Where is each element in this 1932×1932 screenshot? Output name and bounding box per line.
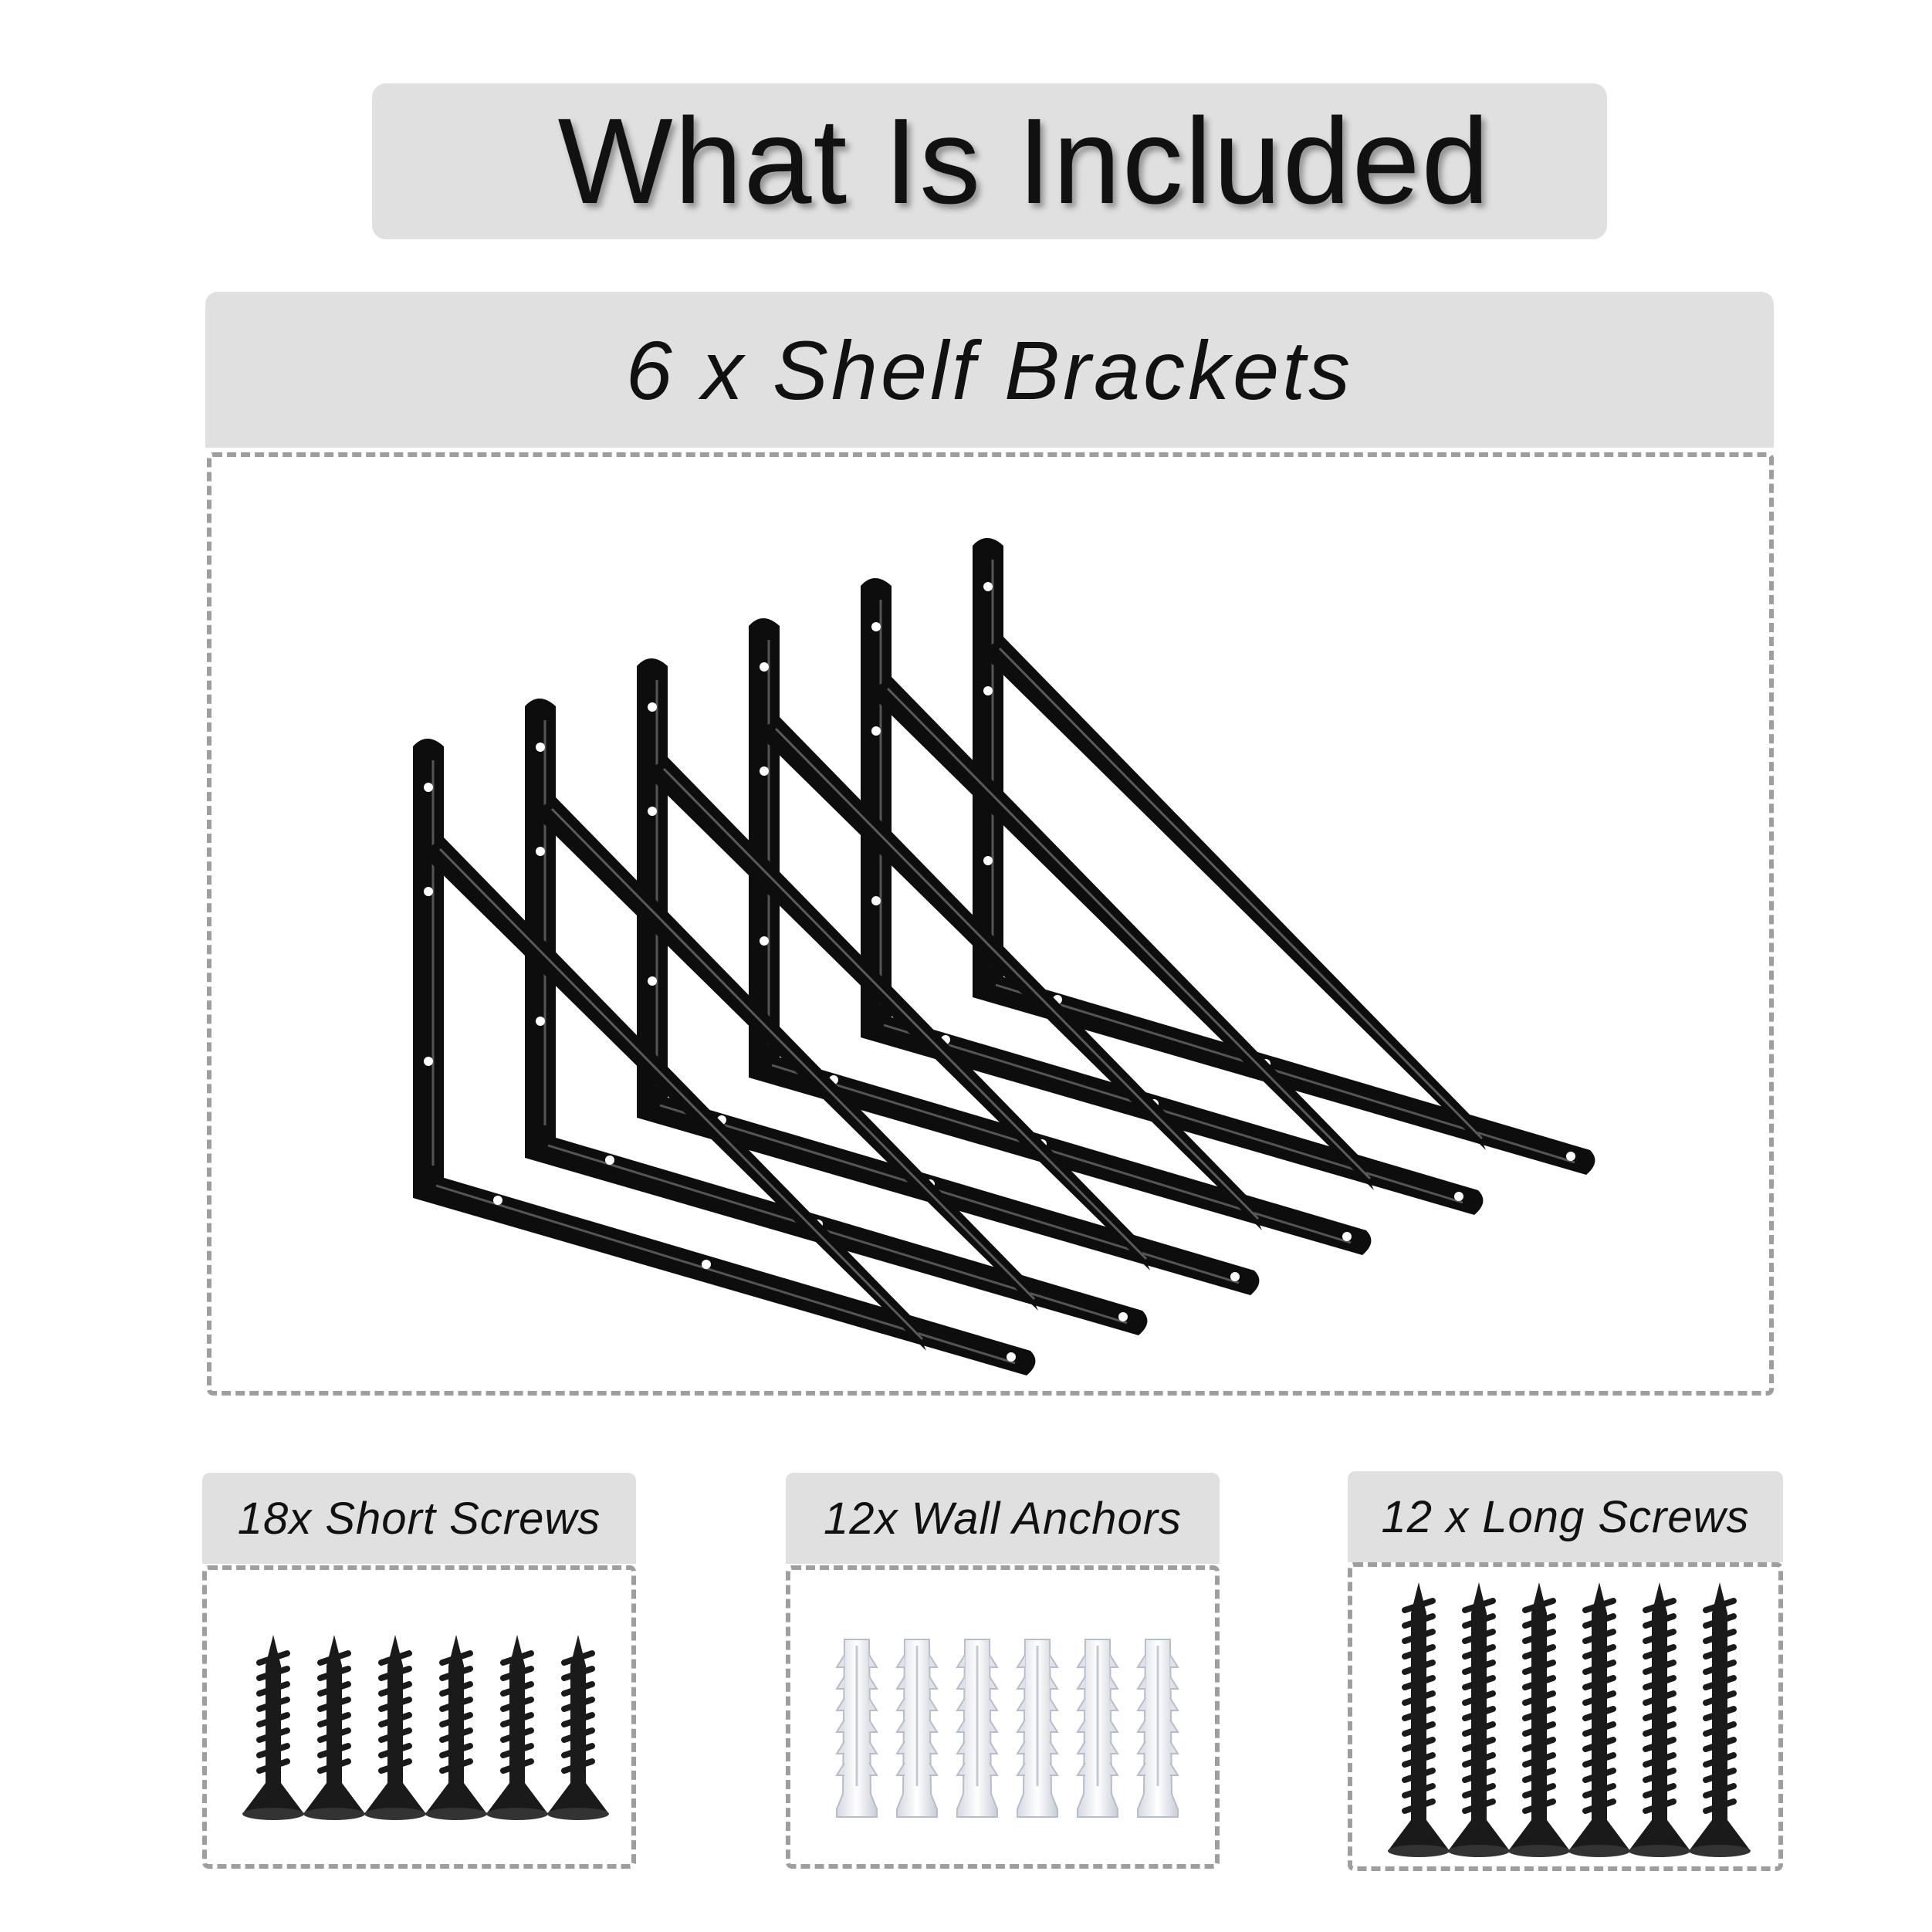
long-screw xyxy=(1448,1582,1510,1857)
brackets-group xyxy=(413,538,1595,1375)
short-screws-box xyxy=(202,1565,636,1869)
long-screws-label: 12 x Long Screws xyxy=(1381,1491,1750,1542)
wall-anchor xyxy=(956,1639,999,1818)
short-screw xyxy=(547,1635,609,1820)
long-screw xyxy=(1388,1582,1450,1857)
wall-anchor xyxy=(895,1639,939,1818)
wall-anchors-banner: 12x Wall Anchors xyxy=(786,1473,1220,1564)
shelf-bracket xyxy=(861,578,1484,1215)
wall-anchor xyxy=(1016,1639,1059,1818)
wall-anchors-box xyxy=(786,1565,1220,1869)
long-screw xyxy=(1508,1582,1570,1857)
short-screws-banner: 18x Short Screws xyxy=(202,1473,636,1564)
long-screws-banner: 12 x Long Screws xyxy=(1348,1471,1783,1562)
short-screws-label: 18x Short Screws xyxy=(237,1493,601,1544)
title-banner: What Is Included xyxy=(372,83,1607,239)
brackets-label: 6 x Shelf Brackets xyxy=(625,323,1354,417)
parts-group xyxy=(242,1582,1751,1857)
long-screws-box xyxy=(1348,1562,1783,1871)
long-screw xyxy=(1689,1582,1751,1857)
wall-anchors-label: 12x Wall Anchors xyxy=(823,1493,1183,1544)
short-screw xyxy=(242,1635,304,1820)
shelf-bracket xyxy=(749,618,1372,1255)
brackets-box xyxy=(207,452,1774,1396)
long-screw xyxy=(1629,1582,1690,1857)
short-screw xyxy=(364,1635,426,1820)
long-screw xyxy=(1568,1582,1630,1857)
short-screw xyxy=(486,1635,548,1820)
short-screw xyxy=(303,1635,365,1820)
wall-anchor xyxy=(835,1639,878,1818)
page-title: What Is Included xyxy=(557,93,1491,229)
short-screw xyxy=(425,1635,487,1820)
shelf-bracket xyxy=(973,538,1595,1175)
brackets-banner: 6 x Shelf Brackets xyxy=(205,292,1774,448)
wall-anchor xyxy=(1136,1639,1179,1818)
shelf-bracket xyxy=(413,739,1036,1375)
shelf-bracket xyxy=(637,658,1260,1295)
wall-anchor xyxy=(1076,1639,1119,1818)
